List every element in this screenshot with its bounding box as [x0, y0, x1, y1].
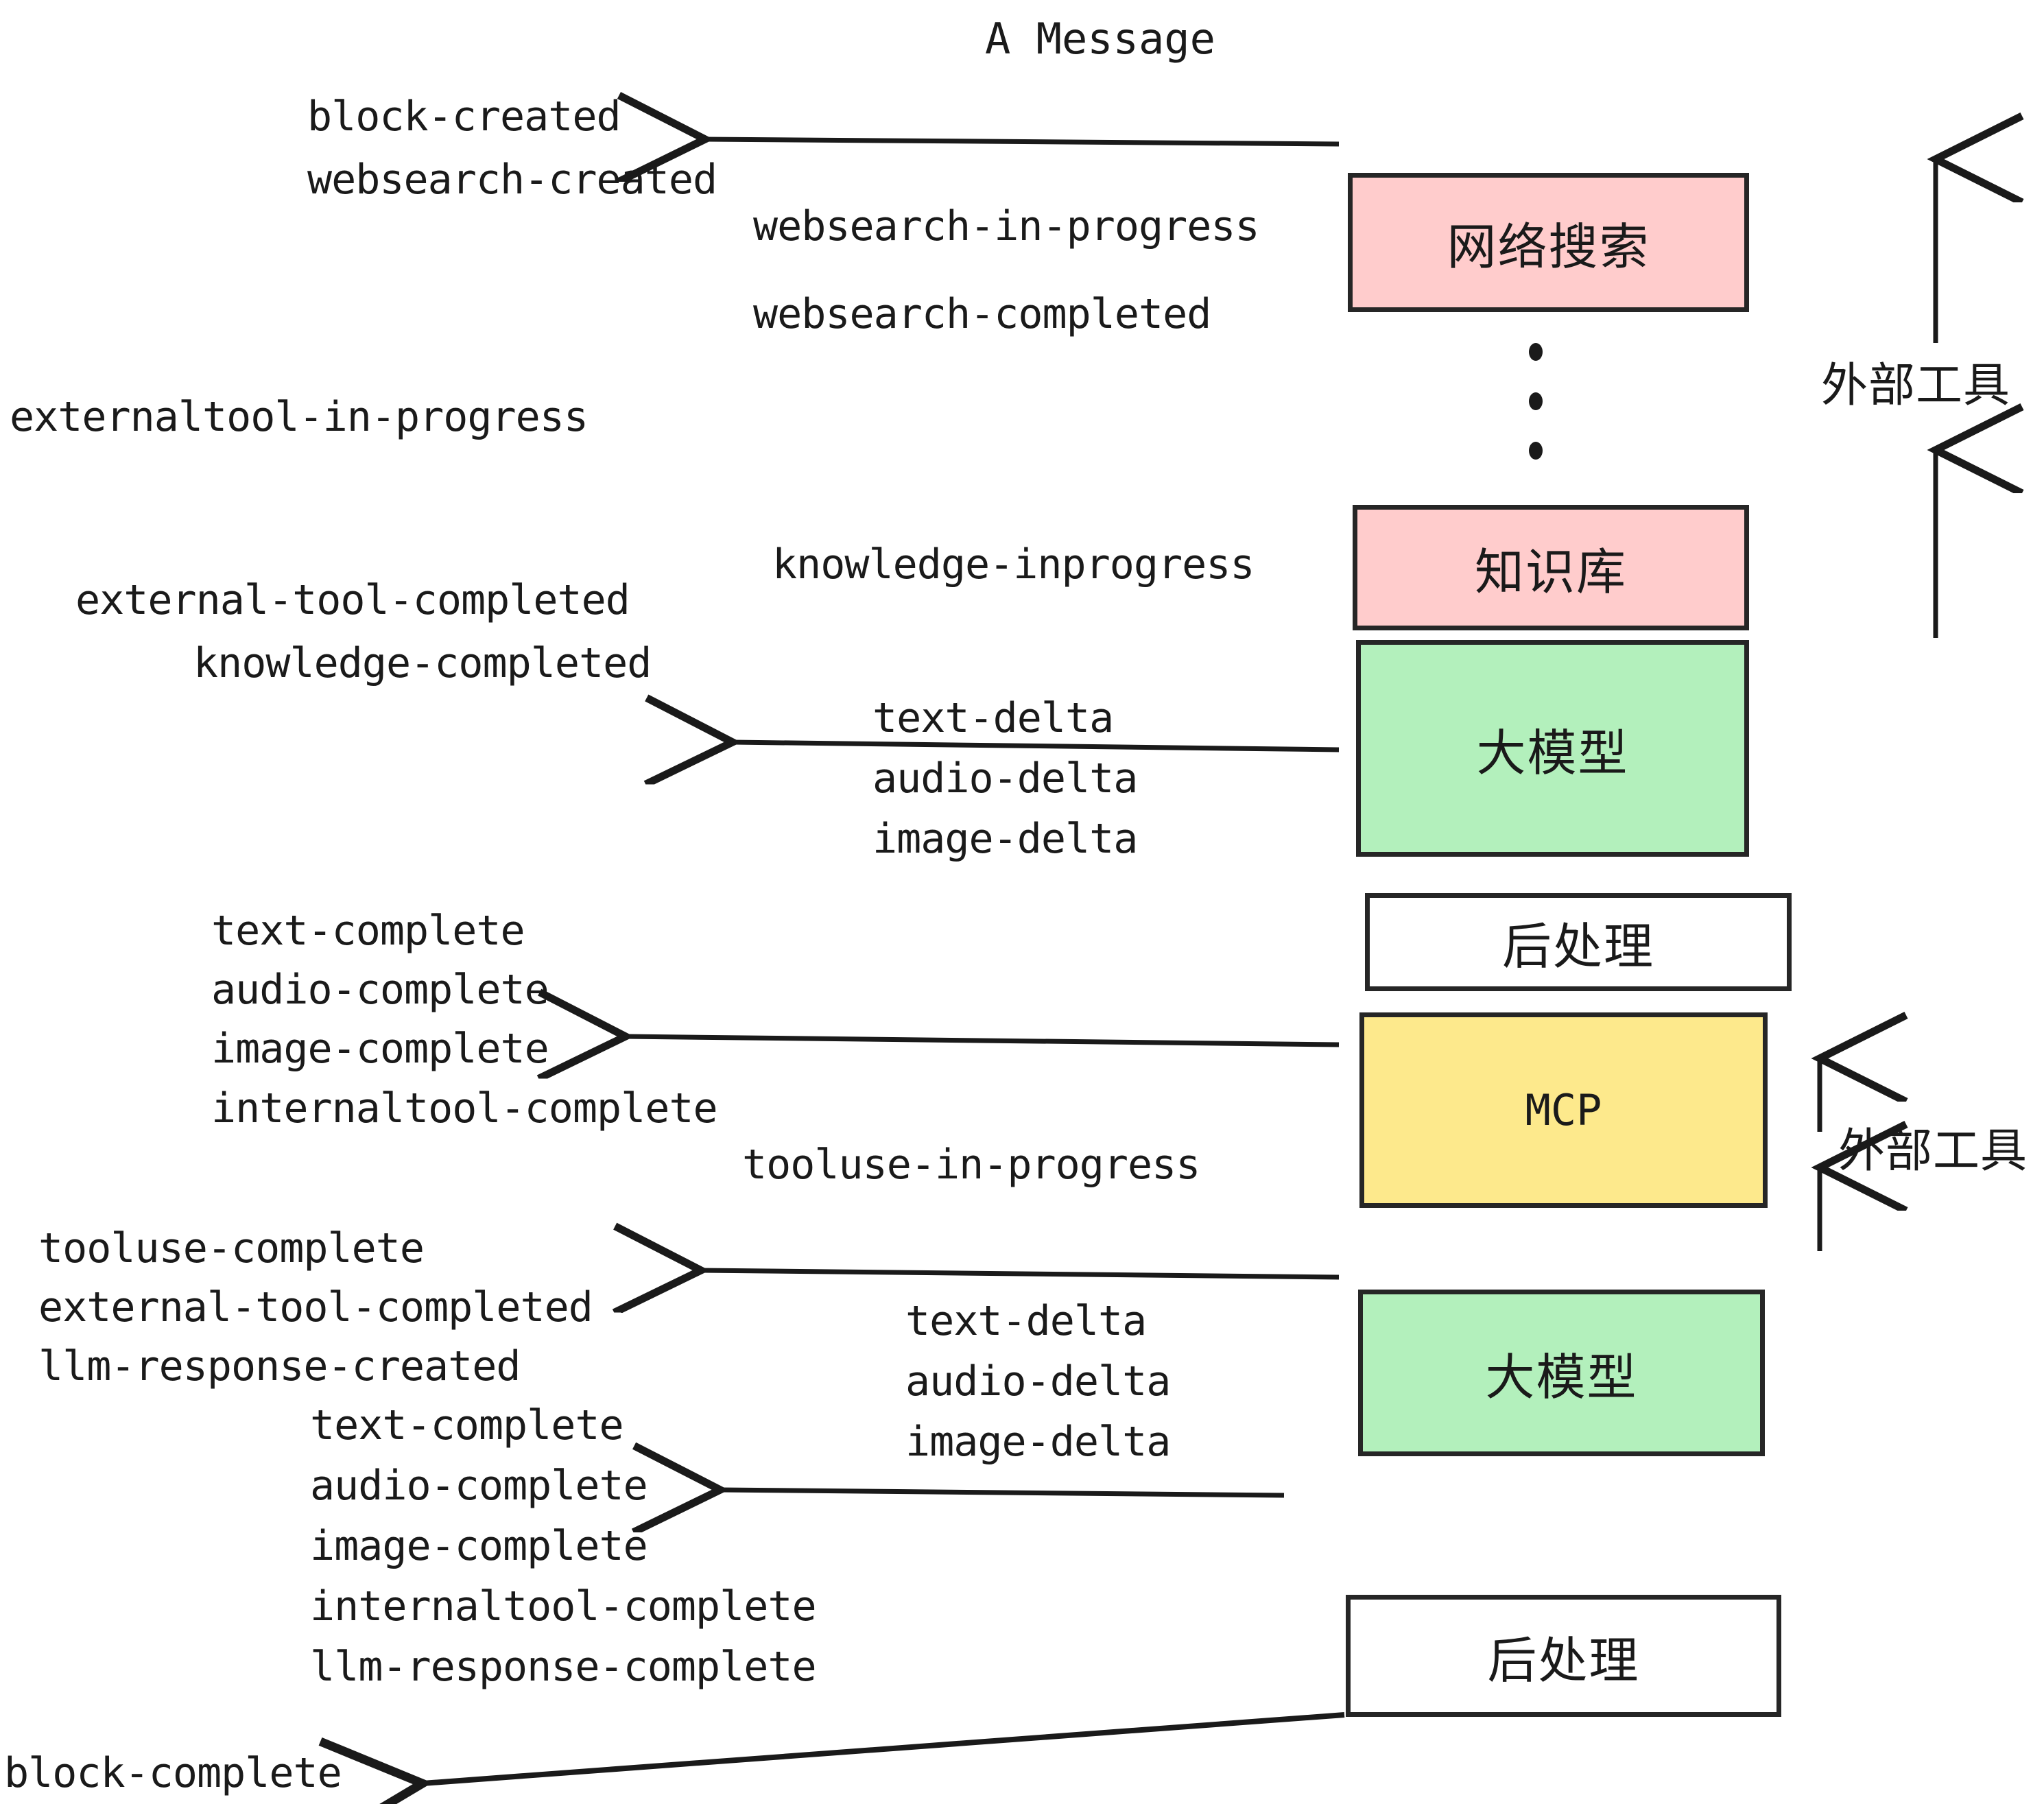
node-mcp[interactable]: MCP: [1359, 1012, 1768, 1208]
event-externaltool-in-progress: externaltool-in-progress: [10, 393, 589, 441]
node-mcp-label: MCP: [1525, 1085, 1602, 1135]
node-knowledge-label: 知识库: [1474, 543, 1627, 601]
event-websearch-created: websearch-created: [307, 156, 717, 204]
node-knowledge[interactable]: 知识库: [1353, 505, 1749, 630]
event-text-complete-2: text-complete: [310, 1401, 624, 1449]
node-postprocess-1[interactable]: 后处理: [1365, 893, 1792, 991]
event-audio-complete-1: audio-complete: [211, 966, 549, 1014]
event-knowledge-completed: knowledge-completed: [193, 639, 652, 687]
event-block-complete: block-complete: [4, 1749, 342, 1797]
node-postprocess-2[interactable]: 后处理: [1346, 1595, 1781, 1717]
arrow-websearch-to-blockcreated: [705, 139, 1340, 144]
node-websearch-label: 网络搜索: [1447, 218, 1650, 276]
event-image-delta-2: image-delta: [905, 1418, 1171, 1466]
event-audio-complete-2: audio-complete: [310, 1462, 648, 1510]
arrow-knowledge-to-completed: [733, 742, 1340, 750]
node-postprocess-2-label: 后处理: [1487, 1631, 1640, 1689]
event-internaltool-complete-2: internaltool-complete: [310, 1582, 817, 1630]
arrow-postprocess-to-imagecomplete: [626, 1036, 1340, 1045]
group-label-external-tools-top: 外部工具: [1821, 359, 2011, 413]
event-image-complete-2: image-complete: [310, 1522, 648, 1570]
node-websearch[interactable]: 网络搜索: [1348, 173, 1749, 312]
event-audio-delta-2: audio-delta: [905, 1357, 1171, 1405]
event-tooluse-complete: tooluse-complete: [38, 1224, 425, 1272]
event-llm-response-complete: llm-response-complete: [310, 1643, 817, 1691]
event-block-created: block-created: [307, 93, 621, 141]
node-llm-2[interactable]: 大模型: [1358, 1290, 1765, 1456]
node-llm-1[interactable]: 大模型: [1356, 640, 1749, 857]
event-audio-delta-1: audio-delta: [872, 755, 1138, 803]
event-tooluse-in-progress: tooluse-in-progress: [742, 1141, 1200, 1189]
arrow-mcp-to-tooluse-complete: [701, 1270, 1340, 1277]
event-text-delta-1: text-delta: [872, 694, 1114, 742]
event-external-tool-completed-1: external-tool-completed: [75, 576, 630, 624]
event-external-tool-completed-2: external-tool-completed: [38, 1283, 593, 1331]
event-text-complete-1: text-complete: [211, 907, 525, 955]
vertical-ellipsis-icon: [1528, 343, 1544, 460]
node-llm-2-label: 大模型: [1485, 1349, 1638, 1406]
event-websearch-completed: websearch-completed: [753, 290, 1211, 338]
node-postprocess-1-label: 后处理: [1501, 918, 1654, 975]
arrow-postprocess2-to-blockcomplete: [423, 1712, 1345, 1783]
event-websearch-in-progress: websearch-in-progress: [753, 202, 1260, 250]
page-title: A Message: [985, 14, 1215, 64]
event-image-delta-1: image-delta: [872, 815, 1138, 863]
event-knowledge-inprogress: knowledge-inprogress: [772, 541, 1255, 589]
group-label-external-tools-bottom: 外部工具: [1838, 1124, 2028, 1178]
event-internaltool-complete-1: internaltool-complete: [211, 1084, 718, 1132]
arrow-llm2-to-audiocomplete: [720, 1490, 1285, 1495]
event-text-delta-2: text-delta: [905, 1297, 1147, 1345]
node-llm-1-label: 大模型: [1476, 724, 1629, 782]
event-llm-response-created: llm-response-created: [38, 1342, 521, 1390]
event-image-complete-1: image-complete: [211, 1025, 549, 1073]
